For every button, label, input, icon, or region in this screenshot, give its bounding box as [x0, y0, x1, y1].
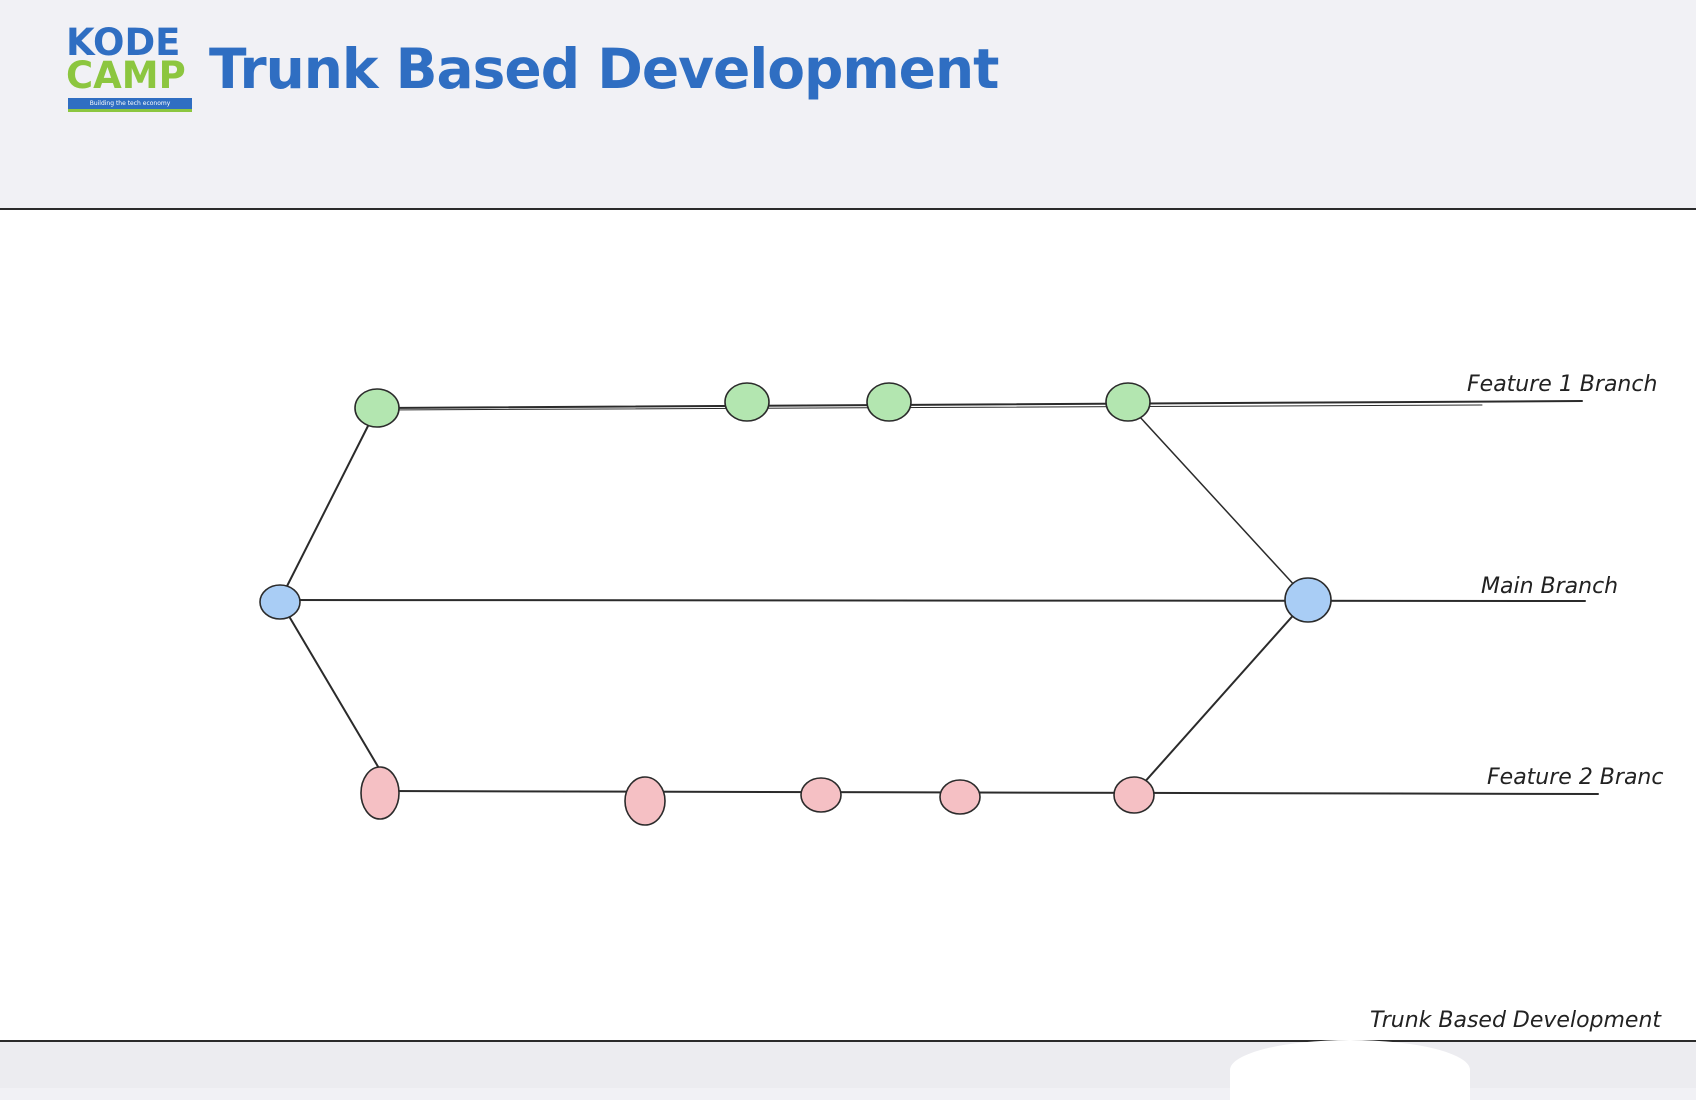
feature1-commit-2: [724, 382, 770, 422]
feature2-commit-1: [360, 766, 400, 820]
main-commit-start: [259, 584, 301, 620]
merge-line-feature2: [1133, 600, 1307, 795]
feature2-commit-2: [624, 776, 666, 826]
main-branch-label: Main Branch: [1481, 574, 1618, 599]
canvas-top-border: [0, 208, 1696, 210]
canvas-bottom-border: [0, 1040, 1696, 1042]
fork-line-feature1: [279, 419, 372, 601]
feature2-commit-3: [800, 777, 842, 813]
feature2-commit-4: [939, 779, 981, 815]
diagram-caption: Trunk Based Development: [1370, 1008, 1662, 1033]
feature1-commit-3: [866, 382, 912, 422]
main-branch-line: [279, 599, 1586, 602]
diagram-canvas: [0, 208, 1696, 1042]
slide-header: [0, 0, 1696, 208]
feature2-branch-label: Feature 2 Branc: [1487, 765, 1663, 790]
feature1-branch-line-sketch: [376, 404, 1483, 411]
fork-line-feature2: [279, 600, 381, 771]
feature1-branch-line: [376, 400, 1583, 409]
feature2-commit-5: [1113, 776, 1155, 814]
feature2-branch-line: [379, 790, 1599, 795]
logo-tagline: Building the tech economy: [68, 98, 192, 112]
feature1-commit-1: [354, 388, 400, 428]
logo-line-kode: KODE: [66, 21, 181, 64]
main-commit-merge: [1284, 577, 1332, 623]
logo-line-camp: CAMP: [66, 54, 186, 97]
feature1-branch-label: Feature 1 Branch: [1467, 372, 1657, 397]
merge-line-feature1: [1127, 403, 1309, 601]
page-title: Trunk Based Development: [209, 37, 999, 101]
feature1-commit-4: [1105, 382, 1151, 422]
kodecamp-logo: KODE CAMP Building the tech economy: [66, 24, 196, 112]
